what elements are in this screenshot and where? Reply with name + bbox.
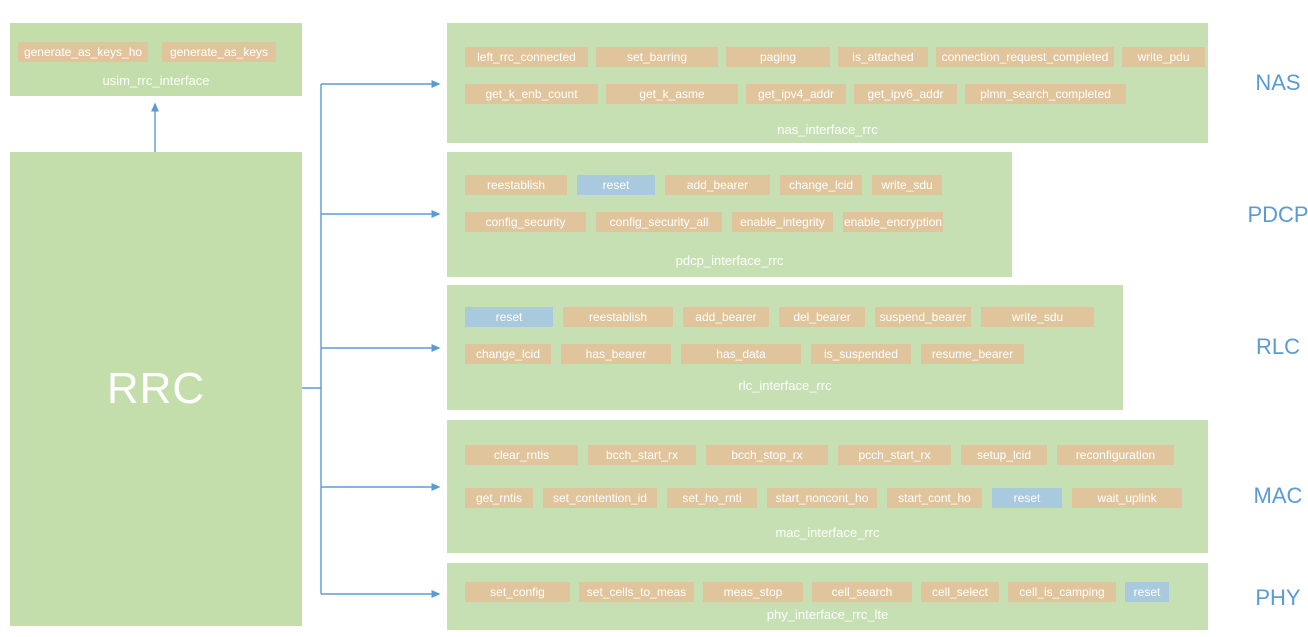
chip-reestablish: reestablish — [563, 307, 673, 327]
chip-write-pdu: write_pdu — [1122, 47, 1205, 67]
chip-row: left_rrc_connected set_barring paging is_at… — [465, 47, 1205, 67]
chip-get-k-asme: get_k_asme — [606, 84, 738, 104]
mac-panel-title: mac_interface_rrc — [775, 525, 880, 540]
layer-label-mac: MAC — [1253, 483, 1303, 508]
chip-row: set_config set_cells_to_meas meas_stop cell… — [465, 582, 1204, 602]
chip-reset: reset — [465, 307, 553, 327]
chip-change-lcid: change_lcid — [780, 175, 862, 195]
chip-row: config_security config_security_all enable… — [465, 212, 1008, 232]
chip-has-bearer: has_bearer — [561, 344, 671, 364]
chip-rows: generate_as_keys_ho generate_as_keys — [18, 42, 298, 62]
chip-row: clear_rntis bcch_start_rx bcch_stop_rx pcch… — [465, 445, 1204, 465]
chip-row: reset reestablish add_bearer del_bearer susp… — [465, 307, 1119, 327]
chip-clear-rntis: clear_rntis — [465, 445, 578, 465]
chip-change-lcid: change_lcid — [465, 344, 551, 364]
chip-rows: reestablish reset add_bearer change_lcid wri… — [465, 175, 1008, 232]
chip-del-bearer: del_bearer — [779, 307, 865, 327]
chip-row: generate_as_keys_ho generate_as_keys — [18, 42, 298, 62]
layer-label-nas: NAS — [1255, 70, 1301, 95]
chip-start-cont-ho: start_cont_ho — [887, 488, 982, 508]
chip-get-rntis: get_rntis — [465, 488, 533, 508]
chip-left-rrc-connected: left_rrc_connected — [465, 47, 588, 67]
chip-set-cells-to-meas: set_cells_to_meas — [579, 582, 694, 602]
chip-paging: paging — [726, 47, 830, 67]
chip-set-config: set_config — [465, 582, 570, 602]
usim-panel-title: usim_rrc_interface — [102, 73, 210, 88]
chip-cell-is-camping: cell_is_camping — [1008, 582, 1116, 602]
chip-bcch-stop-rx: bcch_stop_rx — [706, 445, 828, 465]
layer-label-rlc: RLC — [1255, 334, 1300, 359]
chip-row: get_k_enb_count get_k_asme get_ipv4_addr ge… — [465, 84, 1204, 104]
chip-reset: reset — [1125, 582, 1169, 602]
chip-suspend-bearer: suspend_bearer — [875, 307, 971, 327]
layer-label-pdcp: PDCP — [1247, 202, 1308, 227]
chip-write-sdu: write_sdu — [872, 175, 942, 195]
chip-set-ho-rnti: set_ho_rnti — [667, 488, 757, 508]
chip-setup-lcid: setup_lcid — [961, 445, 1047, 465]
chip-row: change_lcid has_bearer has_data is_suspende… — [465, 344, 1119, 364]
chip-row: get_rntis set_contention_id set_ho_rnti sta… — [465, 488, 1204, 508]
rlc-panel-title: rlc_interface_rrc — [738, 378, 832, 393]
chip-cell-select: cell_select — [921, 582, 999, 602]
chip-generate-as-keys-ho: generate_as_keys_ho — [18, 42, 148, 62]
chip-connection-request-completed: connection_request_completed — [936, 47, 1114, 67]
chip-add-bearer: add_bearer — [665, 175, 770, 195]
phy-interface-panel: set_config set_cells_to_meas meas_stop cell… — [447, 563, 1208, 630]
chip-resume-bearer: resume_bearer — [921, 344, 1024, 364]
chip-get-ipv6-addr: get_ipv6_addr — [854, 84, 957, 104]
chip-config-security-all: config_security_all — [596, 212, 722, 232]
chip-get-ipv4-addr: get_ipv4_addr — [746, 84, 846, 104]
chip-is-suspended: is_suspended — [811, 344, 911, 364]
chip-enable-encryption: enable_encryption — [843, 212, 943, 232]
pdcp-interface-panel: reestablish reset add_bearer change_lcid wri… — [447, 152, 1012, 277]
chip-meas-stop: meas_stop — [703, 582, 803, 602]
chip-rows: clear_rntis bcch_start_rx bcch_stop_rx pcch… — [465, 445, 1204, 508]
chip-reconfiguration: reconfiguration — [1057, 445, 1174, 465]
usim-rrc-interface-panel: generate_as_keys_ho generate_as_keys usim… — [10, 23, 302, 96]
pdcp-panel-title: pdcp_interface_rrc — [675, 253, 784, 268]
layer-label-phy: PHY — [1255, 585, 1301, 610]
chip-plmn-search-completed: plmn_search_completed — [965, 84, 1126, 104]
rrc-box: RRC — [10, 152, 302, 626]
chip-row: reestablish reset add_bearer change_lcid wri… — [465, 175, 1008, 195]
chip-set-barring: set_barring — [596, 47, 718, 67]
chip-rows: set_config set_cells_to_meas meas_stop cell… — [465, 582, 1204, 602]
chip-reset: reset — [577, 175, 655, 195]
nas-panel-title: nas_interface_rrc — [777, 122, 878, 137]
chip-wait-uplink: wait_uplink — [1072, 488, 1182, 508]
chip-cell-search: cell_search — [812, 582, 912, 602]
chip-get-k-enb-count: get_k_enb_count — [465, 84, 598, 104]
chip-add-bearer: add_bearer — [683, 307, 769, 327]
rlc-interface-panel: reset reestablish add_bearer del_bearer susp… — [447, 285, 1123, 410]
chip-reestablish: reestablish — [465, 175, 567, 195]
rrc-label: RRC — [106, 364, 206, 413]
chip-start-noncont-ho: start_noncont_ho — [767, 488, 877, 508]
chip-reset: reset — [992, 488, 1062, 508]
chip-pcch-start-rx: pcch_start_rx — [838, 445, 951, 465]
chip-is-attached: is_attached — [838, 47, 928, 67]
chip-rows: left_rrc_connected set_barring paging is_at… — [465, 47, 1205, 104]
phy-panel-title: phy_interface_rrc_lte — [766, 607, 889, 622]
mac-interface-panel: clear_rntis bcch_start_rx bcch_stop_rx pcch… — [447, 420, 1208, 553]
chip-bcch-start-rx: bcch_start_rx — [588, 445, 696, 465]
chip-set-contention-id: set_contention_id — [543, 488, 657, 508]
nas-interface-panel: left_rrc_connected set_barring paging is_at… — [447, 23, 1208, 143]
chip-config-security: config_security — [465, 212, 586, 232]
chip-enable-integrity: enable_integrity — [732, 212, 833, 232]
chip-has-data: has_data — [681, 344, 801, 364]
chip-rows: reset reestablish add_bearer del_bearer susp… — [465, 307, 1119, 364]
chip-generate-as-keys: generate_as_keys — [162, 42, 276, 62]
chip-write-sdu: write_sdu — [981, 307, 1094, 327]
